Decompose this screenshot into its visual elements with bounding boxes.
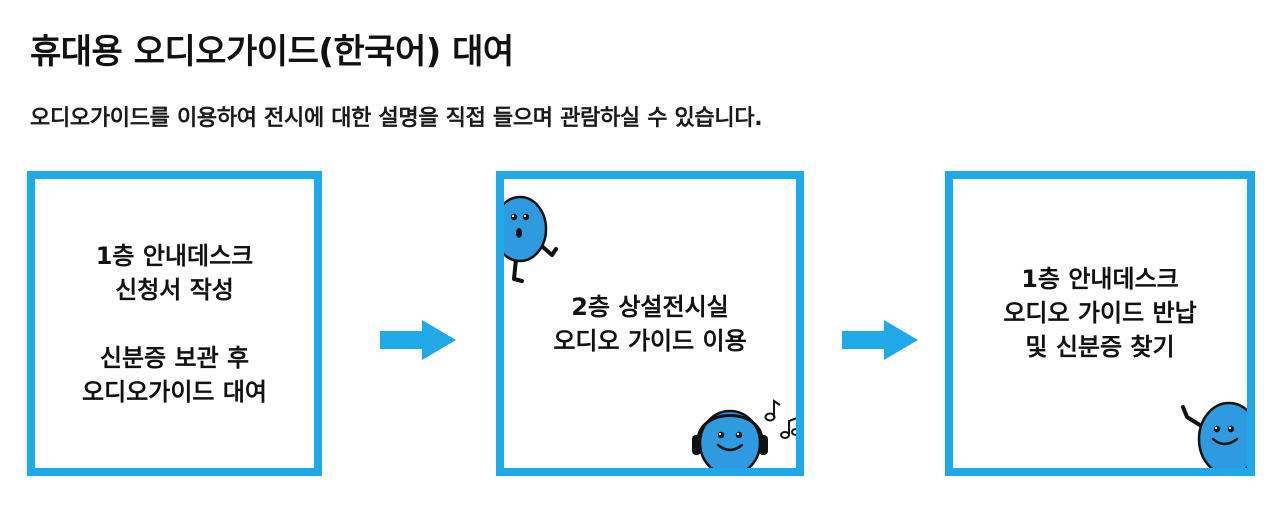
step-2-line: 오디오 가이드 이용 [553,326,747,355]
step-1-line: 오디오가이드 대여 [82,377,267,406]
arrow-right-icon [842,320,918,360]
step-2-text: 2층 상설전시실 오디오 가이드 이용 [504,179,796,468]
step-1-text: 1층 안내데스크 신청서 작성 신분증 보관 후 오디오가이드 대여 [35,179,314,468]
step-card-3: 1층 안내데스크 오디오 가이드 반납 및 신분증 찾기 [945,171,1255,476]
step-1-line: 신분증 보관 후 [99,343,250,372]
page-title: 휴대용 오디오가이드(한국어) 대여 [30,32,514,72]
step-3-line: 오디오 가이드 반납 [1003,298,1197,327]
step-1-line: 신청서 작성 [115,275,234,304]
step-card-1: 1층 안내데스크 신청서 작성 신분증 보관 후 오디오가이드 대여 [27,171,322,476]
step-3-line: 및 신분증 찾기 [1025,332,1175,361]
step-2-line: 2층 상설전시실 [571,292,729,321]
page-description: 오디오가이드를 이용하여 전시에 대한 설명을 직접 들으며 관람하실 수 있습… [30,106,763,131]
step-card-2: 2층 상설전시실 오디오 가이드 이용 [496,171,804,476]
step-1-line: 1층 안내데스크 [95,241,254,270]
arrow-right-icon [380,320,456,360]
mascot-headphones-icon [692,409,768,468]
mascot-peeking-icon [504,195,558,283]
step-3-line: 1층 안내데스크 [1021,264,1179,293]
music-notes-icon [764,399,796,439]
step-3-text: 1층 안내데스크 오디오 가이드 반납 및 신분증 찾기 [953,179,1247,468]
mascot-waving-icon [1181,401,1247,468]
